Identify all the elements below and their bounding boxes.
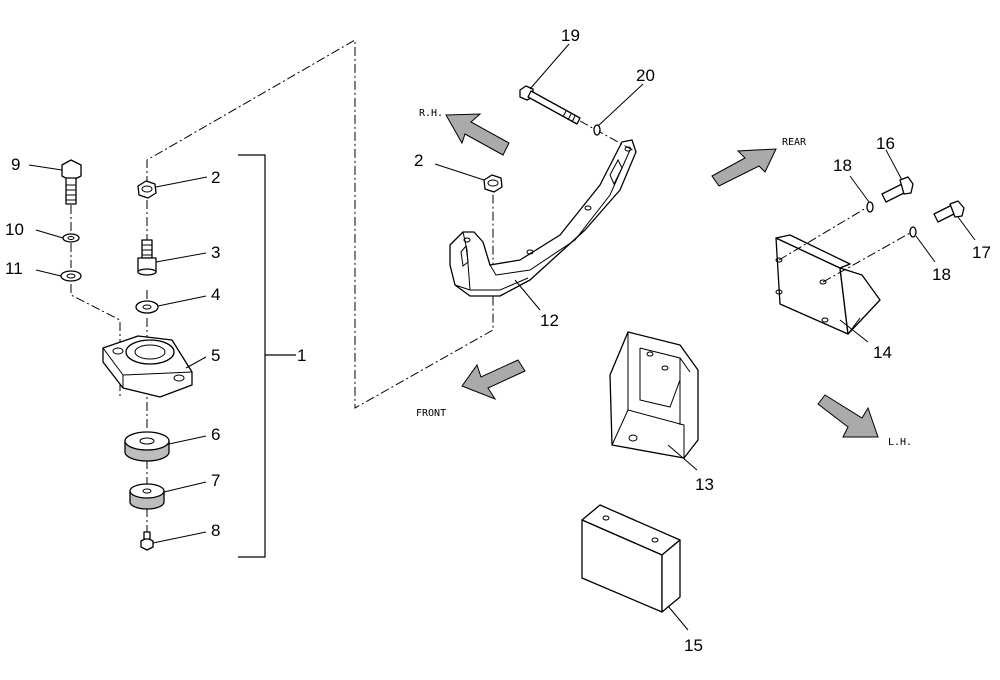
callout-15: 15: [684, 636, 703, 655]
angle-bracket-14-part: [775, 207, 911, 335]
washer-part: [135, 300, 159, 314]
lh-direction-label: L.H.: [888, 437, 912, 448]
assembly-bracket-1: [238, 154, 296, 558]
callout-5: 5: [211, 346, 220, 365]
callout-20: 20: [636, 66, 655, 85]
support-bracket-13-part: [609, 331, 699, 459]
nut-part: [137, 180, 157, 199]
bolt-part: [61, 159, 82, 205]
callout-4: 4: [211, 285, 220, 304]
callout-18-top: 18: [833, 156, 852, 175]
projection-lines-left: [70, 39, 494, 540]
callout-11: 11: [5, 259, 23, 278]
callout-19: 19: [561, 26, 580, 45]
callout-6: 6: [211, 425, 220, 444]
rear-direction-arrow: [711, 148, 777, 187]
callout-8: 8: [211, 521, 220, 540]
bolt-part-16: [881, 176, 914, 203]
callout-10: 10: [5, 220, 24, 239]
leader-14: [839, 319, 869, 343]
front-direction-arrow: [461, 359, 526, 401]
callout-9: 9: [11, 155, 20, 174]
cap-screw-part-17: [933, 200, 965, 223]
lh-direction-arrow: [817, 394, 879, 438]
rubber-bumper-part: [129, 483, 165, 510]
front-direction-label: FRONT: [416, 408, 446, 419]
rh-direction-label: R.H.: [419, 108, 443, 119]
callout-16: 16: [876, 134, 895, 153]
stud-part: [137, 239, 157, 276]
callout-7: 7: [211, 471, 220, 490]
callout-2-left: 2: [211, 168, 220, 187]
callout-17: 17: [972, 243, 991, 262]
leader-lines-left: [28, 164, 208, 544]
nut-part-2: [483, 174, 503, 193]
washer-part-20: [593, 124, 601, 136]
screw-part: [140, 531, 154, 551]
leader-lines-bracket: [434, 43, 644, 311]
callout-13: 13: [695, 475, 714, 494]
leader-13: [667, 444, 698, 471]
callout-14: 14: [873, 343, 892, 362]
leader-15: [667, 605, 689, 631]
leader-lines-right: [849, 149, 976, 263]
long-bolt-part: [519, 85, 637, 153]
callout-12: 12: [540, 311, 559, 330]
washer-part-18: [866, 201, 917, 238]
flat-washer-part: [60, 270, 82, 282]
rear-direction-label: REAR: [782, 137, 807, 148]
callout-3: 3: [211, 243, 220, 262]
rubber-isolator-part: [124, 431, 170, 462]
lock-washer-part: [62, 233, 80, 243]
block-15-part: [581, 504, 681, 613]
mount-base-part: [102, 335, 193, 398]
callout-2-bracket: 2: [414, 151, 423, 170]
rh-direction-arrow: [445, 113, 510, 156]
bracket-12-part: [449, 139, 637, 297]
callout-18-bottom: 18: [932, 265, 951, 284]
callout-1: 1: [297, 346, 306, 365]
